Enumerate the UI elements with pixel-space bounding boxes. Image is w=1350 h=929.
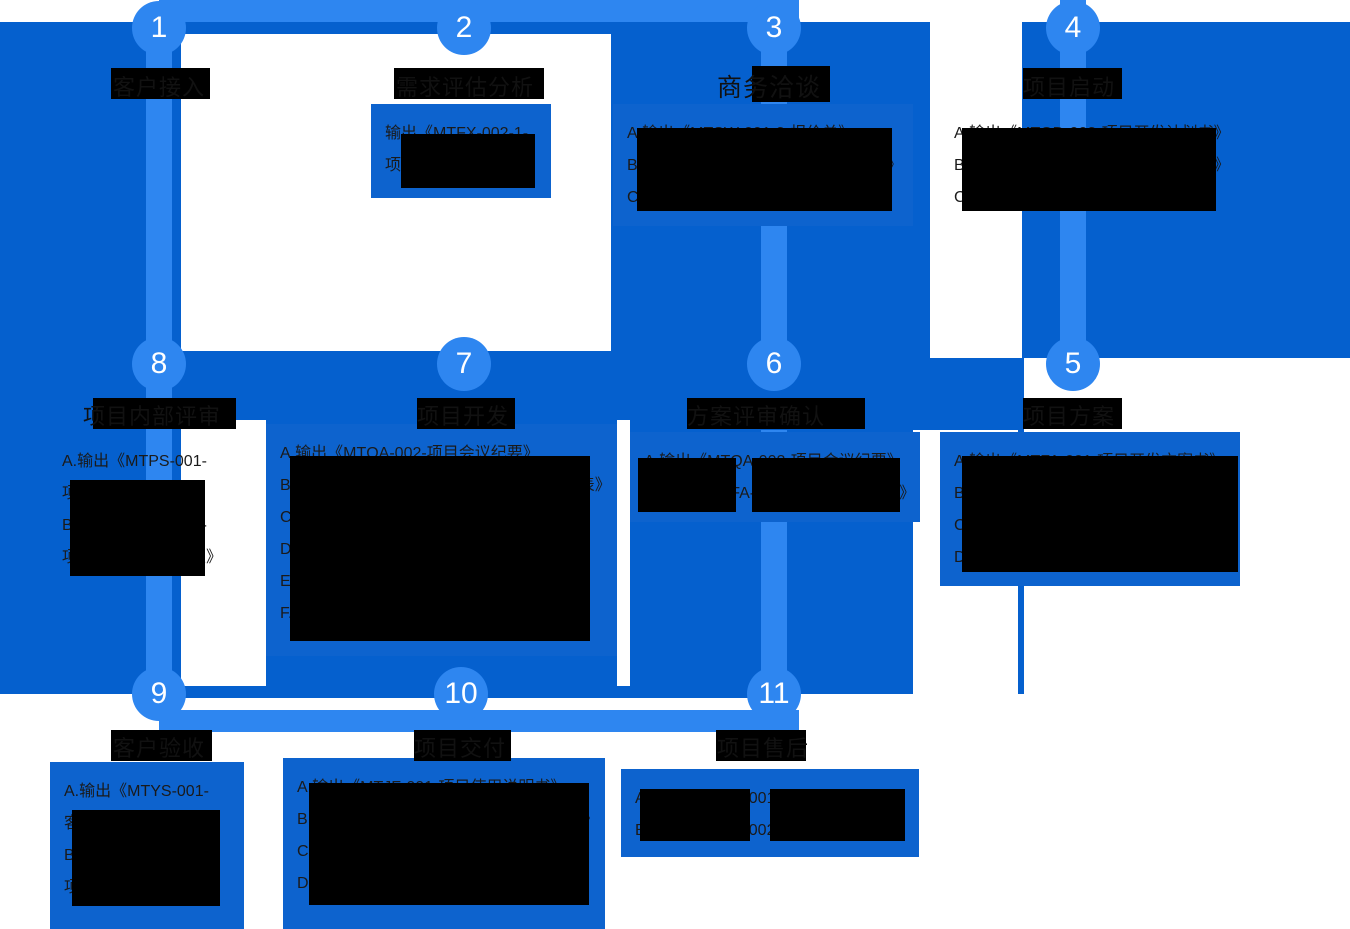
step-node-7[interactable]: 7 xyxy=(437,337,491,391)
output-line: A.输出《MTFA-001-项目开发方案书》 xyxy=(954,453,1226,470)
output-line: 输出《MTFX-002-1- xyxy=(385,125,529,142)
step-node-4[interactable]: 4 xyxy=(1046,1,1100,55)
step-title-10: 项目交付 xyxy=(414,736,507,761)
output-line: B.更新《MTFA-001-项目开发方案书》 xyxy=(644,485,916,502)
output-card-9: A.输出《MTYS-001- 客户测试反馈表》 B.输出《MTYS-002- 项… xyxy=(50,762,244,929)
connector-bottom-rail xyxy=(159,710,799,732)
output-card-6: A.输出《MTQA-002-项目会议纪要》 B.更新《MTFA-001-项目开发… xyxy=(630,432,920,522)
step-node-10[interactable]: 10 xyxy=(434,667,488,721)
output-card-7: A.输出《MTQA-002-项目会议纪要》 B.输出《MTKF-002-项目内测… xyxy=(266,424,617,656)
output-line: B.输出《MTQD-002-项目成员分工表》 xyxy=(954,157,1230,174)
step-title-3: 商务洽谈 xyxy=(717,74,822,102)
output-line: A.输出《MTQD-003-项目开发计划书》 xyxy=(954,125,1230,142)
output-line: C.输出《MTSW-003-项目派工单》 xyxy=(627,189,873,206)
output-card-11: A.输出《MTSH-001-客户测试反馈表》 B.输出《MTSH-002-客户售… xyxy=(621,769,919,857)
step-title-5: 项目方案 xyxy=(1023,404,1116,429)
output-card-10: A.输出《MTJF-001-项目使用说明书》 B.输出《MTJF-002-常见问… xyxy=(283,758,605,929)
output-line: D.输出《MTKF-005-项目方案变更记录表》 xyxy=(280,541,585,558)
step-node-11[interactable]: 11 xyxy=(747,667,801,721)
output-card-5: A.输出《MTFA-001-项目开发方案书》 B.输出界面ui设计原型 C.输出… xyxy=(940,432,1243,586)
output-line: C.输出《MTQD-001-项目立项书》 xyxy=(954,189,1199,206)
output-line: D.交付项目源代码文件 xyxy=(297,875,458,892)
output-card-2: 输出《MTFX-002-1- 项目需求分析书》 xyxy=(371,104,551,198)
output-line: A.输出《MTYS-001- xyxy=(64,783,209,800)
step-node-2[interactable]: 2 xyxy=(437,1,491,55)
step-node-3[interactable]: 3 xyxy=(747,1,801,55)
step-title-4: 项目启动 xyxy=(1023,75,1116,100)
step-node-6[interactable]: 6 xyxy=(747,337,801,391)
step-title-1: 客户接入 xyxy=(113,75,206,100)
output-line: A.输出《MTSW-001-3-报价单》 xyxy=(627,125,855,142)
output-line: 客户测试反馈表》 xyxy=(64,815,193,832)
output-card-3: A.输出《MTSW-001-3-报价单》 B.输出《MTSW-002-5-软件开… xyxy=(613,104,913,226)
output-line: B.输出《MTSW-002-5-软件开发合同》 xyxy=(627,157,903,174)
step-node-5[interactable]: 5 xyxy=(1046,337,1100,391)
output-card-8: A.输出《MTPS-001- 项目内部评审报告》 B.输出《MTYS-002- … xyxy=(48,432,223,588)
output-line: B.输出《MTKF-002-项目内测bug清单记录表》 xyxy=(280,477,611,494)
output-line: 项目问题整改计划表》 xyxy=(64,879,225,896)
step-title-8: 项目内部评审 xyxy=(83,404,222,429)
output-line: B.输出《MTJF-002-常见问题自查说明书》 xyxy=(297,811,599,828)
step-node-8[interactable]: 8 xyxy=(132,337,186,391)
output-line: A.输出《MTPS-001- xyxy=(62,453,207,470)
output-line: 项目需求分析书》 xyxy=(385,157,514,174)
output-line: A.输出《MTSH-001-客户测试反馈表》 xyxy=(635,790,909,807)
output-line: B.输出《MTSH-002-客户售后派工单》 xyxy=(635,822,909,839)
output-card-4: A.输出《MTQD-003-项目开发计划书》 B.输出《MTQD-002-项目成… xyxy=(940,104,1240,226)
step-title-2: 需求评估分析 xyxy=(396,75,535,100)
output-line: E.输出《MTKF-006-项目方案变更通知单》 xyxy=(280,573,585,590)
output-line: B.输出界面ui设计原型 xyxy=(954,485,1110,502)
step-node-1[interactable]: 1 xyxy=(132,1,186,55)
output-line: C.输出《MTJF-003-项目交付确认书》 xyxy=(297,843,568,860)
output-line: D.输出《MTFA-003-项目接口文档》 xyxy=(954,549,1211,566)
output-line: 项目问题整改计划表》 xyxy=(62,549,223,566)
step-title-6: 方案评审确认 xyxy=(687,404,826,429)
output-line: F.输出项目源代码文件 xyxy=(280,605,437,622)
output-line: A.输出《MTJF-001-项目使用说明书》 xyxy=(297,779,567,796)
step-title-7: 项目开发 xyxy=(417,404,510,429)
output-line: B.输出《MTYS-002- xyxy=(62,517,207,534)
output-line: A.输出《MTQA-002-项目会议纪要》 xyxy=(280,445,539,462)
output-line: B.输出《MTYS-002- xyxy=(64,847,209,864)
output-line: C.输出《MTKF-003-项目问题整改计划表》 xyxy=(280,509,585,526)
cutout-row2-gap-b xyxy=(617,420,630,694)
step-node-9[interactable]: 9 xyxy=(132,667,186,721)
output-line: A.输出《MTQA-002-项目会议纪要》 xyxy=(644,453,903,470)
output-line: 项目内部评审报告》 xyxy=(62,485,207,502)
output-line: C.输出《MTFA-002-数据设计格式文档》 xyxy=(954,517,1243,534)
step-title-9: 客户验收 xyxy=(113,736,206,761)
step-title-11: 项目售后 xyxy=(717,736,810,761)
